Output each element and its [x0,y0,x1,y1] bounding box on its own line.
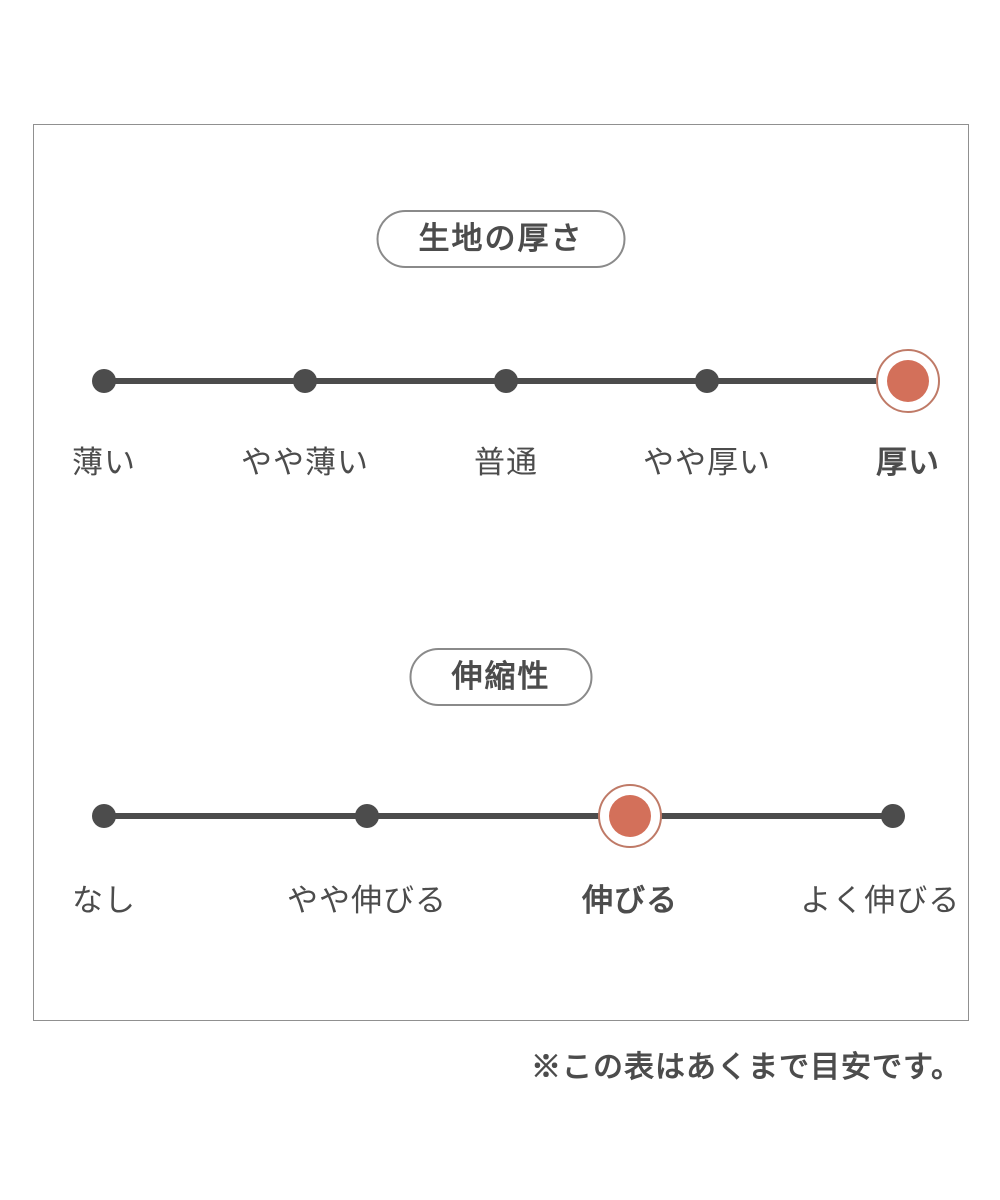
thickness-dot-4 [695,369,719,393]
section-title-text: 伸縮性 [451,659,551,694]
thickness-dot-2 [293,369,317,393]
stretch-dot-2 [354,804,379,828]
stretch-dot-1 [92,804,116,828]
section-title-fabric-thickness: 生地の厚さ [376,210,626,268]
scale-label: 薄い [72,445,136,480]
scale-label: 普通 [474,445,538,480]
thickness-labels: 薄い やや薄い 普通 やや厚い 厚い [72,437,939,480]
disclaimer-note: ※この表はあくまで目安です。 [531,1051,962,1084]
stretch-scale-line [92,784,905,848]
chart-frame: 生地の厚さ 薄い やや薄い 普通 やや厚い 厚い 伸縮性 なし [33,124,969,1021]
scale-label: やや薄い [241,445,369,480]
scale-label-selected: 厚い [876,445,940,480]
stretch-dot-selected [598,784,662,848]
stretch-labels: なし やや伸びる 伸びる よく伸びる [72,875,959,918]
scale-label: やや伸びる [286,883,447,918]
thickness-dot-selected [876,349,940,413]
thickness-dot-1 [92,369,116,393]
scale-label: やや厚い [643,445,771,480]
stretch-dot-4 [881,804,905,828]
scale-label: なし [72,883,136,918]
thickness-scale-line [92,349,940,413]
section-title-stretch: 伸縮性 [409,648,593,706]
thickness-dot-3 [494,369,518,393]
scale-label: よく伸びる [800,883,961,918]
section-title-text: 生地の厚さ [418,221,584,256]
scale-label-selected: 伸びる [582,883,678,918]
